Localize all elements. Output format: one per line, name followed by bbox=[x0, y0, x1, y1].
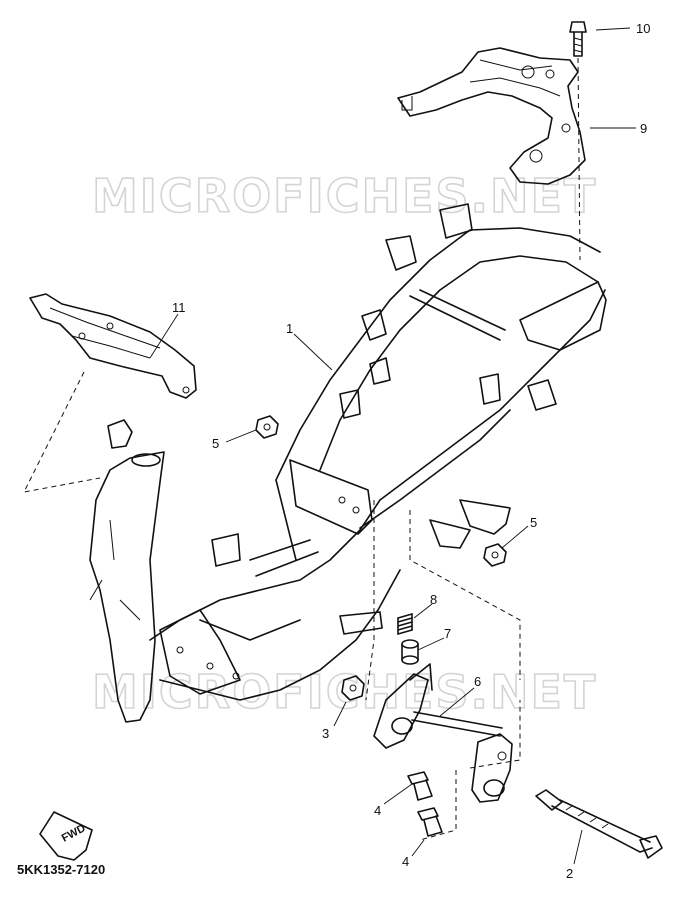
part-1-frame bbox=[89, 203, 607, 841]
callout-5-lower: 5 bbox=[530, 515, 537, 530]
callout-3: 3 bbox=[322, 726, 329, 741]
fwd-label: FWD bbox=[60, 822, 88, 844]
part-6-engine-mount bbox=[373, 663, 513, 803]
part-9-bracket bbox=[397, 47, 586, 185]
part-2-long-bolt bbox=[535, 789, 663, 859]
callout-7: 7 bbox=[444, 626, 451, 641]
part-4-bolt-lower bbox=[417, 807, 443, 837]
callout-4-upper: 4 bbox=[374, 803, 381, 818]
part-3-nut bbox=[341, 675, 365, 701]
callout-6: 6 bbox=[474, 674, 481, 689]
callout-8: 8 bbox=[430, 592, 437, 607]
callout-4-lower: 4 bbox=[402, 854, 409, 869]
callout-10: 10 bbox=[636, 21, 650, 36]
part-5-nut-lower bbox=[483, 543, 507, 567]
watermark-bottom: MICROFICHES.NET bbox=[92, 665, 597, 719]
part-11-front-plate bbox=[23, 293, 197, 493]
callout-2: 2 bbox=[566, 866, 573, 881]
callout-11: 11 bbox=[172, 300, 186, 315]
part-7-collar bbox=[401, 639, 419, 665]
part-5-nut-upper bbox=[255, 415, 279, 439]
callout-9: 9 bbox=[640, 121, 647, 136]
diagram-code: 5KK1352-7120 bbox=[17, 862, 106, 877]
callout-1: 1 bbox=[286, 321, 293, 336]
fwd-arrow-icon: FWD bbox=[39, 811, 93, 861]
part-8-spring bbox=[397, 613, 413, 635]
part-4-bolt-upper bbox=[407, 771, 433, 801]
watermark-top: MICROFICHES.NET bbox=[92, 169, 597, 223]
callout-5-upper: 5 bbox=[212, 436, 219, 451]
part-10-bolt bbox=[569, 21, 587, 261]
